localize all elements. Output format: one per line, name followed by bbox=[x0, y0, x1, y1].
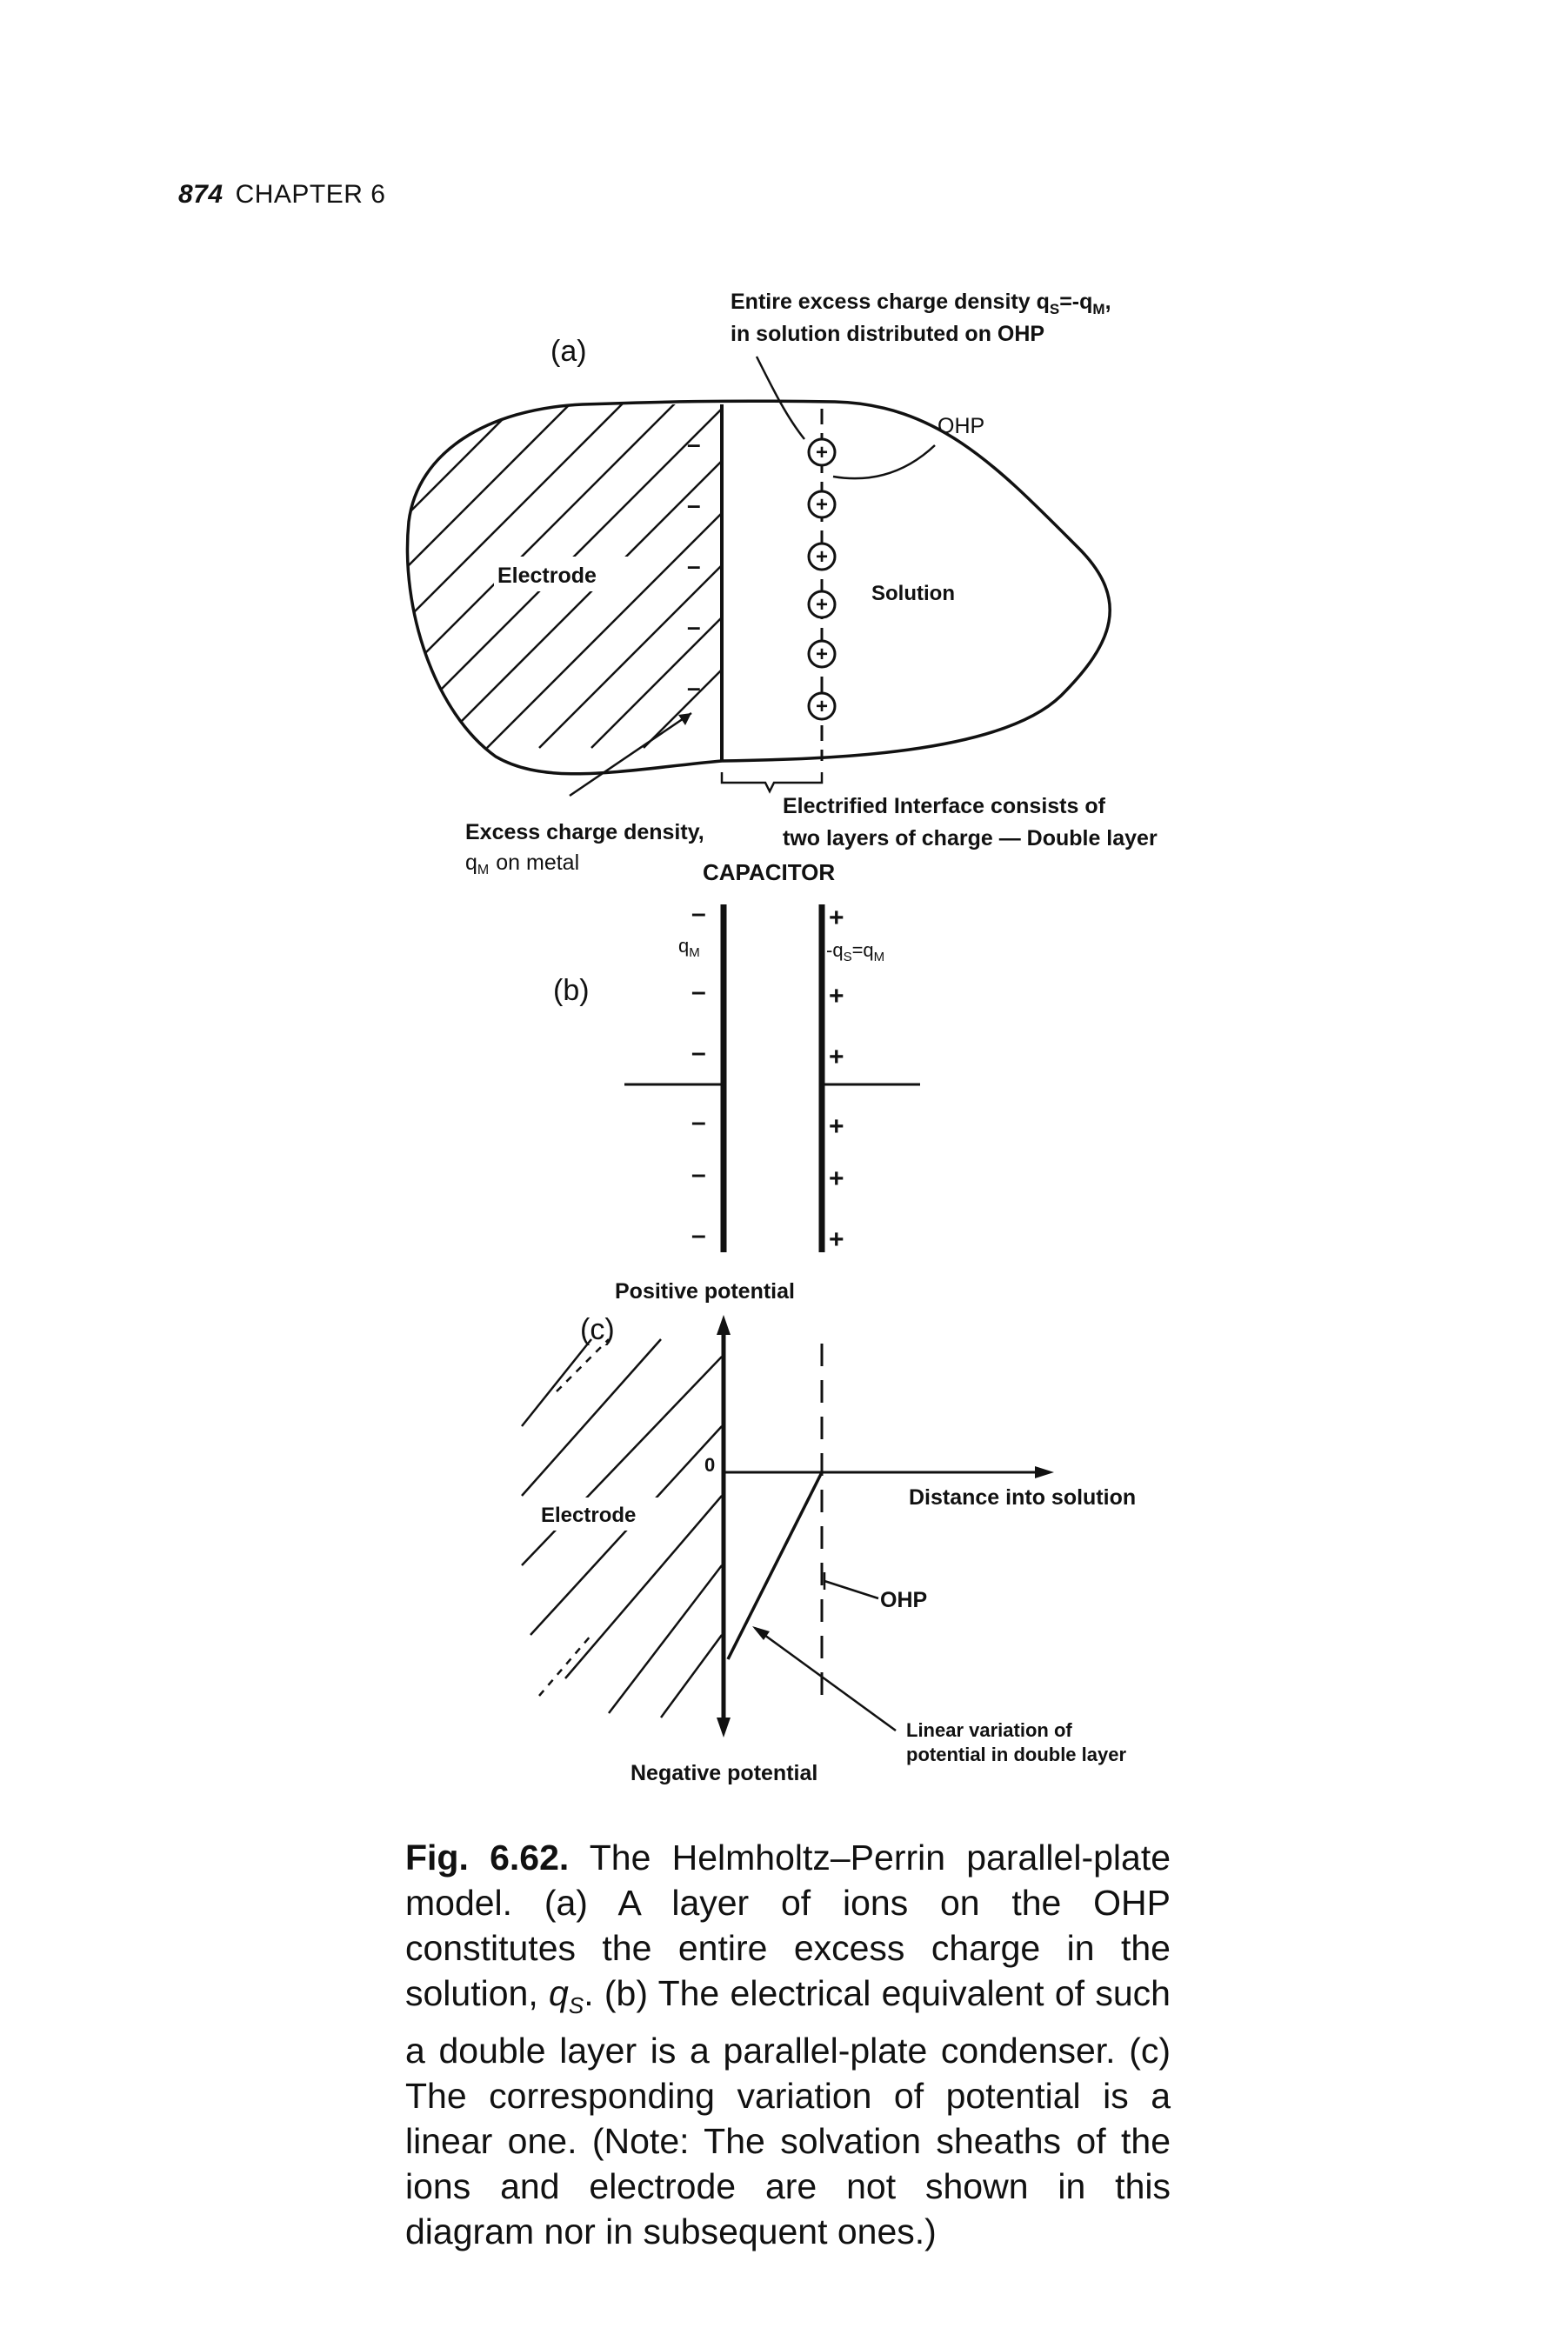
svg-text:+: + bbox=[829, 1164, 844, 1193]
caption-text-2: . (b) The electrical equivalent of such … bbox=[405, 1973, 1171, 2252]
top-note-line2: in solution distributed on OHP bbox=[731, 322, 1044, 346]
caption-qs-symbol: qS bbox=[549, 1973, 584, 2019]
metal-note-leader bbox=[569, 711, 692, 797]
distance-axis-arrow bbox=[1035, 1466, 1054, 1478]
svg-text:–: – bbox=[687, 674, 701, 701]
svg-text:–: – bbox=[691, 899, 706, 928]
plate-plus-charges: + + + + + + bbox=[829, 904, 844, 1254]
metal-charges: – – – – – bbox=[687, 430, 701, 701]
interface-region-outline bbox=[405, 399, 1111, 776]
ohp-label-a: OHP bbox=[937, 414, 984, 438]
distance-label: Distance into solution bbox=[909, 1485, 1136, 1510]
svg-text:–: – bbox=[687, 491, 701, 518]
figure-number: Fig. 6.62. bbox=[405, 1838, 570, 1878]
capacitor-label: CAPACITOR bbox=[703, 859, 835, 885]
potential-linear-line bbox=[726, 1471, 824, 1660]
linear-note: Linear variation of bbox=[906, 1719, 1072, 1741]
origin-label: 0 bbox=[704, 1454, 715, 1476]
page-number: 874 bbox=[178, 180, 224, 209]
svg-text:–: – bbox=[691, 1160, 706, 1189]
svg-text:–: – bbox=[691, 1108, 706, 1137]
metal-note-arrow bbox=[678, 713, 691, 725]
svg-text:–: – bbox=[691, 1221, 706, 1250]
potential-axis-arrow-up bbox=[717, 1315, 731, 1335]
plate-minus-charges: – – – – – – bbox=[691, 899, 706, 1250]
svg-text:+: + bbox=[829, 1112, 844, 1141]
svg-text:–: – bbox=[691, 1038, 706, 1067]
page-header: 874 CHAPTER 6 bbox=[178, 180, 385, 210]
panel-b: CAPACITOR (b) qM -qS=qM – – – – – – + + … bbox=[553, 859, 920, 1254]
linear-note-arrow bbox=[752, 1626, 770, 1640]
panel-c: Positive potential (c) Electrode 0 Dista… bbox=[521, 1279, 1136, 1785]
panel-a-label: (a) bbox=[550, 335, 587, 368]
svg-text:+: + bbox=[829, 1043, 844, 1071]
qm-label: qM bbox=[678, 935, 700, 960]
ohp-leader-a bbox=[832, 444, 936, 480]
electrode-label: Electrode bbox=[497, 564, 597, 588]
linear-note-leader bbox=[754, 1626, 897, 1732]
svg-text:–: – bbox=[691, 977, 706, 1006]
svg-text:–: – bbox=[687, 613, 701, 640]
panel-a: (a) Entire excess charge density qS=-qM,… bbox=[405, 290, 1158, 877]
solution-label: Solution bbox=[871, 582, 955, 605]
ohp-ions: + + + + + + bbox=[807, 437, 837, 721]
metal-note: Excess charge density, bbox=[465, 820, 704, 844]
svg-text:+: + bbox=[816, 593, 828, 617]
electrode-label-c: Electrode bbox=[541, 1504, 636, 1527]
interface-note-line2: two layers of charge — Double layer bbox=[783, 826, 1158, 850]
svg-text:–: – bbox=[687, 430, 701, 457]
chapter-title: CHAPTER 6 bbox=[235, 180, 386, 209]
svg-text:+: + bbox=[816, 441, 828, 464]
interface-note: Electrified Interface consists of bbox=[783, 794, 1106, 818]
panel-c-label: (c) bbox=[580, 1313, 615, 1346]
svg-text:+: + bbox=[816, 643, 828, 666]
negative-potential-label: Negative potential bbox=[631, 1761, 817, 1785]
qs-label: -qS=qM bbox=[826, 939, 884, 964]
linear-note-line2: potential in double layer bbox=[906, 1744, 1126, 1765]
electrode-label-bg bbox=[494, 557, 642, 591]
caption-text-1: The Helmholtz–Perrin parallel-plate mode… bbox=[405, 1838, 1171, 2013]
potential-axis-arrow-down bbox=[717, 1718, 731, 1738]
svg-text:+: + bbox=[816, 695, 828, 718]
interface-brace bbox=[720, 772, 824, 794]
positive-potential-label: Positive potential bbox=[615, 1279, 795, 1304]
svg-text:–: – bbox=[687, 552, 701, 579]
svg-text:+: + bbox=[829, 982, 844, 1011]
top-note-leader bbox=[755, 356, 805, 440]
svg-text:+: + bbox=[816, 493, 828, 517]
top-note: Entire excess charge density qS=-qM, bbox=[731, 290, 1111, 317]
svg-text:+: + bbox=[829, 904, 844, 932]
figure-caption: Fig. 6.62. The Helmholtz–Perrin parallel… bbox=[405, 1835, 1171, 2254]
ohp-label-c: OHP bbox=[880, 1588, 927, 1612]
svg-text:+: + bbox=[816, 545, 828, 569]
ohp-leader-c bbox=[823, 1572, 879, 1600]
electrode-label-c-bg bbox=[537, 1498, 659, 1531]
svg-text:+: + bbox=[829, 1225, 844, 1254]
panel-b-label: (b) bbox=[553, 974, 590, 1007]
